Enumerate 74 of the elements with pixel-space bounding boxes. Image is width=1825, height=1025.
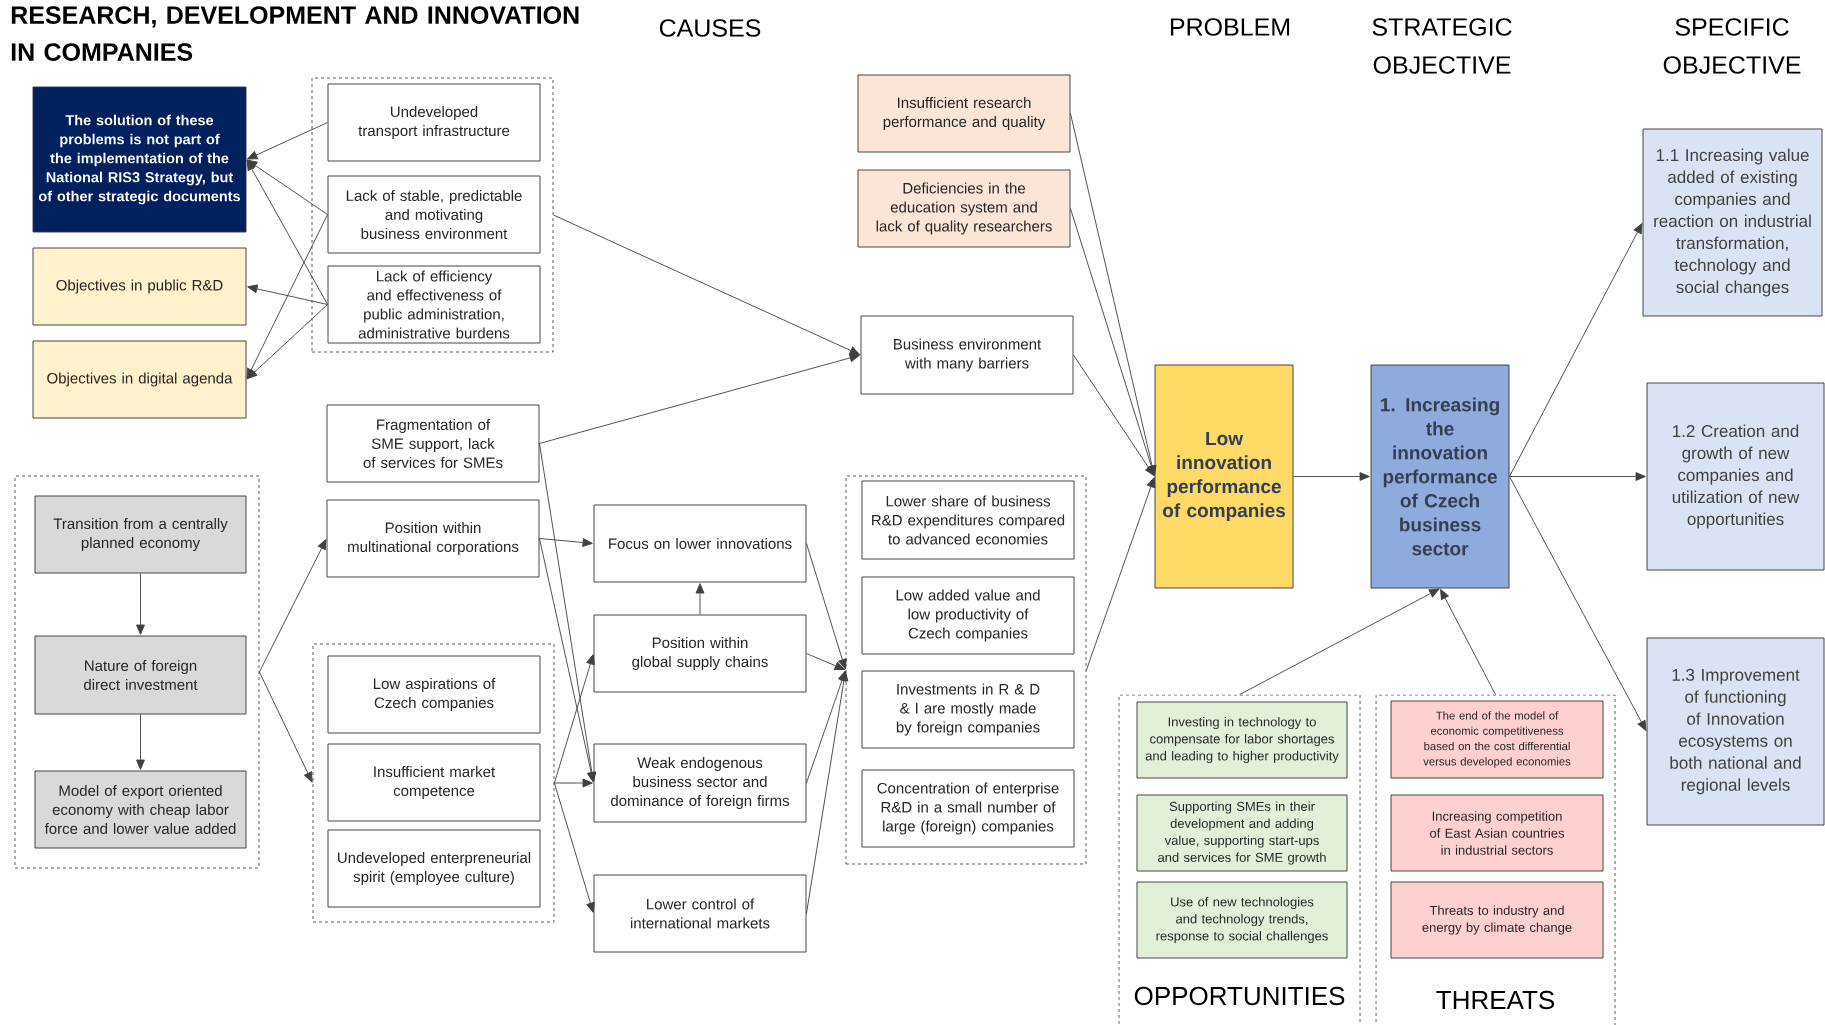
dashed-frame: [845, 475, 1087, 865]
arrow: [1440, 589, 1496, 696]
arrow: [553, 778, 593, 788]
text-box: Insufficient research performance and quality: [857, 74, 1071, 153]
arrow: [247, 284, 328, 305]
text-box: The solution of these problems is not part of the implementation of the National RIS3 Strategy, but of other strategic documents: [32, 86, 247, 233]
column-heading: CAUSES: [659, 19, 761, 37]
group-heading: THREATS: [1436, 990, 1555, 1010]
text-box: 1. Increasing the innovation performance of Czech business sector: [1370, 364, 1510, 589]
column-heading: PROBLEM: [1170, 18, 1290, 36]
arrow: [539, 443, 597, 783]
text-box: Transition from a centrally planned economy: [34, 495, 247, 574]
dashed-frame: [311, 77, 554, 353]
arrow: [136, 714, 145, 770]
text-box: Supporting SMEs in their development and adding value, supporting start-ups and services for SME growth: [1136, 794, 1348, 872]
text-box: Objectives in public R&D: [32, 247, 247, 326]
arrow: [1509, 476, 1647, 731]
arrow: [247, 122, 328, 160]
text-box: Weak endogenous business sector and dominance of foreign firms: [593, 743, 807, 823]
dashed-frame: [14, 475, 260, 869]
text-box: Focus on lower innovations: [593, 504, 807, 583]
text-box: The end of the model of economic competitiveness based on the cost differential versus developed economies: [1390, 700, 1604, 779]
arrow: [1509, 223, 1643, 477]
text-box: Model of export oriented economy with cheap labor force and lower value added: [34, 770, 247, 849]
text-box: Insufficient market competence: [327, 743, 541, 822]
arrow: [1293, 472, 1370, 481]
text-box: Investments in R & D & I are mostly made by foreign companies: [861, 670, 1075, 749]
arrow: [258, 671, 313, 783]
arrow: [553, 654, 595, 784]
text-box: Undeveloped transport infrastructure: [327, 83, 541, 162]
arrow: [695, 583, 705, 615]
text-box: Threats to industry and energy by climate change: [1390, 881, 1604, 959]
text-box: Low innovation performance of companies: [1154, 364, 1294, 589]
group-heading: OPPORTUNITIES: [1134, 986, 1345, 1006]
arrow: [1085, 477, 1156, 671]
text-box: 1.3 Improvement of functioning of Innovation ecosystems on both national and regional levels: [1646, 637, 1825, 826]
arrow: [552, 214, 860, 355]
text-box: Concentration of enterprise R&D in a small number of large (foreign) companies: [861, 769, 1075, 848]
text-box: Lack of efficiency and effectiveness of public administration, administrative burdens: [327, 265, 541, 344]
text-box: Deficiencies in the education system and lack of quality researchers: [857, 169, 1071, 248]
text-box: Lack of stable, predictable and motivating business environment: [327, 175, 541, 254]
column-heading: STRATEGIC OBJECTIVE: [1372, 18, 1512, 74]
dashed-frame: [312, 643, 555, 923]
arrow: [246, 214, 328, 379]
arrow: [1509, 472, 1646, 481]
text-box: Increasing competition of East Asian countries in industrial sectors: [1390, 794, 1604, 872]
text-box: Low added value and low productivity of Czech companies: [861, 576, 1075, 655]
arrow: [806, 670, 849, 914]
arrow: [553, 782, 595, 913]
arrow: [806, 653, 845, 670]
text-box: Objectives in digital agenda: [32, 340, 247, 419]
column-heading: SPECIFIC OBJECTIVE: [1663, 18, 1801, 74]
text-box: Nature of foreign direct investment: [34, 635, 247, 715]
text-box: 1.1 Increasing value added of existing companies and reaction on industrial transformation, technology and social changes: [1642, 128, 1823, 317]
arrow: [136, 573, 145, 635]
text-box: Position within multinational corporations: [326, 499, 540, 578]
text-box: Use of new technologies and technology trends, response to social challenges: [1136, 881, 1348, 959]
text-box: 1.2 Creation and growth of new companies and utilization of new opportunities: [1646, 382, 1825, 571]
text-box: Low aspirations of Czech companies: [327, 655, 541, 734]
text-box: Lower share of business R&D expenditures compared to advanced economies: [861, 480, 1075, 560]
arrow: [806, 543, 847, 670]
text-box: Undeveloped enterpreneurial spirit (employee culture): [327, 829, 541, 908]
text-box: Investing in technology to compensate for labor shortages and leading to higher productivity: [1136, 701, 1348, 779]
arrow: [258, 539, 327, 673]
arrow: [539, 353, 860, 444]
text-box: Fragmentation of SME support, lack of services for SMEs: [326, 404, 540, 483]
text-box: Lower control of international markets: [593, 874, 807, 953]
title: RESEARCH, DEVELOPMENT AND INNOVATION IN COMPANIES: [11, 6, 579, 61]
arrow: [1239, 588, 1440, 696]
arrow: [1070, 208, 1156, 476]
arrow: [539, 538, 593, 547]
text-box: Business environment with many barriers: [860, 315, 1074, 395]
text-box: Position within global supply chains: [593, 614, 807, 693]
arrow: [246, 160, 328, 305]
